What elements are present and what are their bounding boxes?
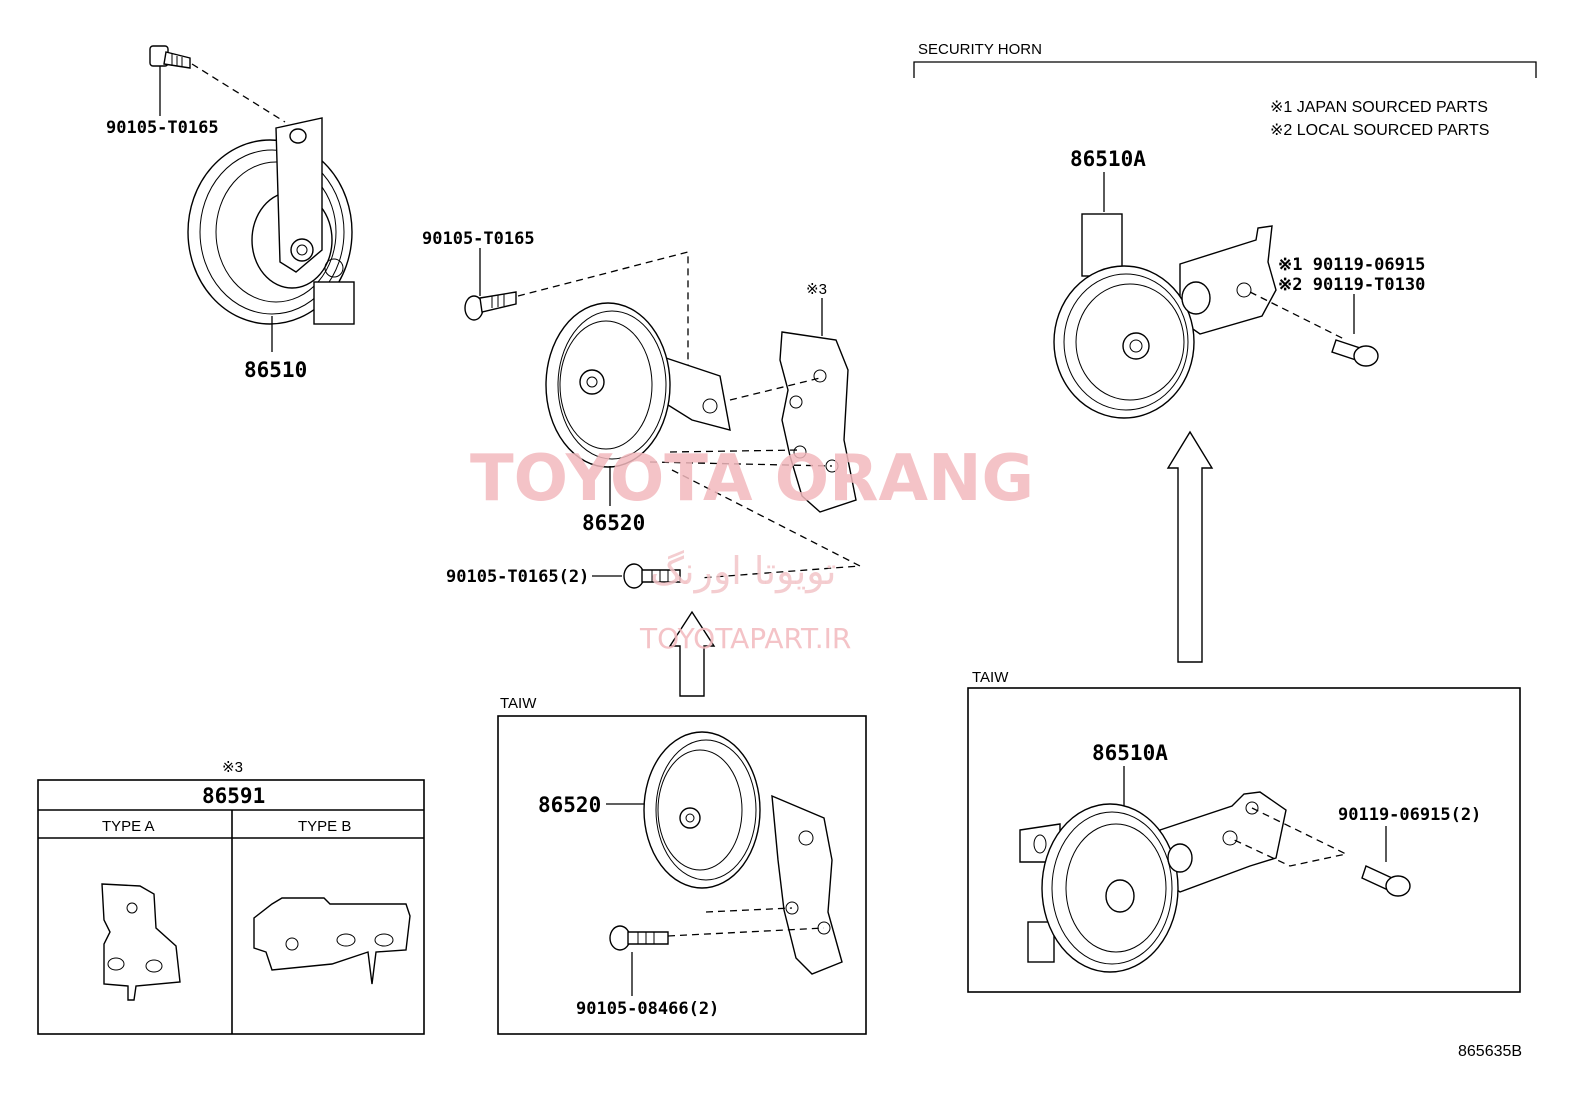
bracket-table-mark: ※3 [222,759,243,776]
security-horn-title: SECURITY HORN [918,41,1042,58]
part-number-90119-t0130: ※2 90119-T0130 [1278,275,1425,295]
arrow-up-icon [1166,430,1214,663]
assembly-dash-line [705,907,793,913]
bracket-type-b-icon [253,897,411,985]
assembly-dash-line [1249,291,1347,341]
note-local-sourced: ※2 LOCAL SOURCED PARTS [1270,122,1489,139]
bolt-icon [1361,865,1411,897]
assembly-dash-line [191,63,286,123]
part-number-86520-taiw: 86520 [538,793,601,817]
bolt-icon [149,45,191,69]
horn-icon [187,117,355,325]
part-number-90119-06915: ※1 90119-06915 [1278,255,1425,275]
section-bracket [913,61,1537,78]
part-number-90119-06915-2: 90119-06915(2) [1338,805,1481,825]
assembly-dash-line [669,449,801,453]
watermark-persian: تویوتا اورنگ [650,549,837,594]
part-number-90105-t0165-top: 90105-T0165 [422,229,535,249]
bolt-icon [623,563,681,589]
assembly-dash-line [517,251,689,412]
part-number-90105-08466: 90105-08466(2) [576,999,719,1019]
diagram-code: 865635B [1458,1043,1522,1060]
part-number-86520: 86520 [582,511,645,535]
watermark-main: TOYOTA ORANG [470,442,1034,516]
taiw-right-box: TAIW 86510A 90119-06915(2) [967,669,1521,993]
bolt-icon [1331,339,1379,367]
part-number-86510a: 86510A [1070,147,1146,171]
part-number-90105-t0165: 90105-T0165 [106,118,219,138]
type-a-label: TYPE A [102,818,155,835]
bolt-icon [609,925,669,951]
security-horn-group: SECURITY HORN ※1 JAPAN SOURCED PARTS ※2 … [913,41,1537,663]
part-number-86510a-taiw: 86510A [1092,741,1168,765]
assembly-dash-line [667,927,825,937]
note-japan-sourced: ※1 JAPAN SOURCED PARTS [1270,99,1488,116]
taiw-label: TAIW [500,695,537,712]
part-number-86510: 86510 [244,358,307,382]
watermark-url: TOYOTAPART.IR [639,622,851,655]
horn-icon [1053,213,1277,419]
horn-icon [545,302,731,468]
taiw-label: TAIW [972,669,1009,686]
assembly-dash-line [649,461,833,467]
horn-86510-group: 90105-T0165 86510 [106,45,355,382]
bracket-icon [779,331,857,513]
arrow-up-icon [668,610,716,697]
horn-icon [643,731,843,975]
bracket-table: ※3 86591 TYPE A TYPE B [37,759,425,1035]
horn-86520-group: 90105-T0165 86520 ※3 [422,229,863,697]
assembly-dash-line [729,377,821,401]
part-number-90105-t0165-2: 90105-T0165(2) [446,567,589,587]
assembly-dash-line [671,469,863,579]
bracket-note-mark: ※3 [806,281,827,298]
type-b-label: TYPE B [298,818,351,835]
assembly-dash-line [1229,807,1348,867]
horn-icon [1019,791,1287,973]
taiw-center-box: TAIW 86520 90105-08466(2) [497,695,867,1035]
bolt-icon [464,291,517,321]
bracket-type-a-icon [101,883,181,1001]
part-number-86591: 86591 [202,784,265,808]
